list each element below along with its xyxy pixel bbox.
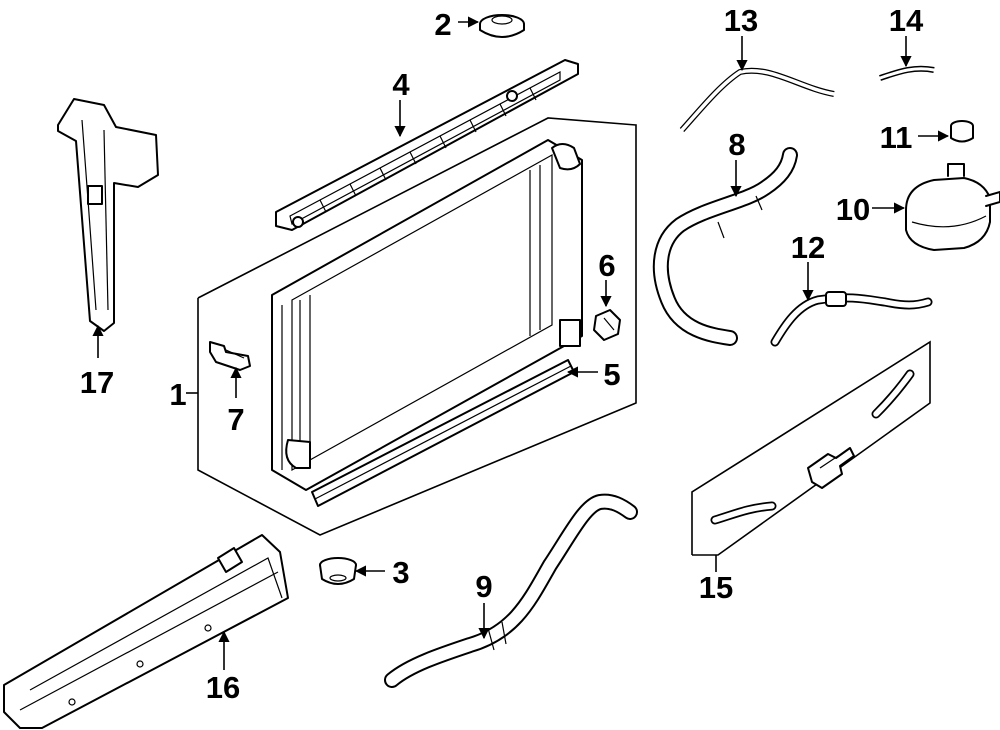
lower-hose[interactable] [384, 493, 638, 688]
callout-9: 9 [475, 569, 492, 604]
callout-8: 8 [728, 127, 745, 162]
callout-14: 14 [889, 3, 924, 38]
callout-11: 11 [880, 120, 913, 155]
reservoir-cap[interactable] [950, 120, 974, 143]
leader-lines [92, 16, 950, 670]
hose-kit-outline [691, 340, 931, 556]
callout-17: 17 [80, 365, 114, 400]
reservoir-hose[interactable] [770, 291, 933, 347]
callout-labels: 1 2 3 4 5 6 7 8 9 10 11 12 13 14 15 16 1… [80, 3, 924, 705]
hose-clip[interactable] [878, 65, 936, 81]
callout-3: 3 [392, 555, 409, 590]
lower-shield[interactable] [3, 534, 289, 729]
hose-kit[interactable] [710, 369, 915, 525]
overflow-hose[interactable] [679, 67, 836, 133]
upper-seal[interactable] [275, 59, 579, 231]
upper-insulator[interactable] [479, 14, 525, 38]
callout-1: 1 [169, 377, 186, 412]
temperature-sensor[interactable] [209, 341, 251, 371]
radiator[interactable] [271, 139, 583, 491]
lower-insulator[interactable] [319, 557, 357, 585]
coolant-reservoir[interactable] [905, 163, 1000, 251]
callout-5: 5 [603, 357, 620, 392]
callout-4: 4 [392, 67, 410, 102]
callout-2: 2 [434, 7, 451, 42]
radiator-group-outline [197, 117, 637, 536]
callout-15: 15 [699, 570, 733, 605]
callout-6: 6 [598, 248, 615, 283]
callout-7: 7 [227, 402, 244, 437]
side-air-guide[interactable] [57, 98, 159, 332]
callout-12: 12 [791, 230, 825, 265]
callout-13: 13 [724, 3, 758, 38]
callout-10: 10 [836, 192, 870, 227]
upper-hose[interactable] [652, 147, 798, 346]
drain-plug[interactable] [593, 309, 621, 341]
callout-16: 16 [206, 670, 240, 705]
